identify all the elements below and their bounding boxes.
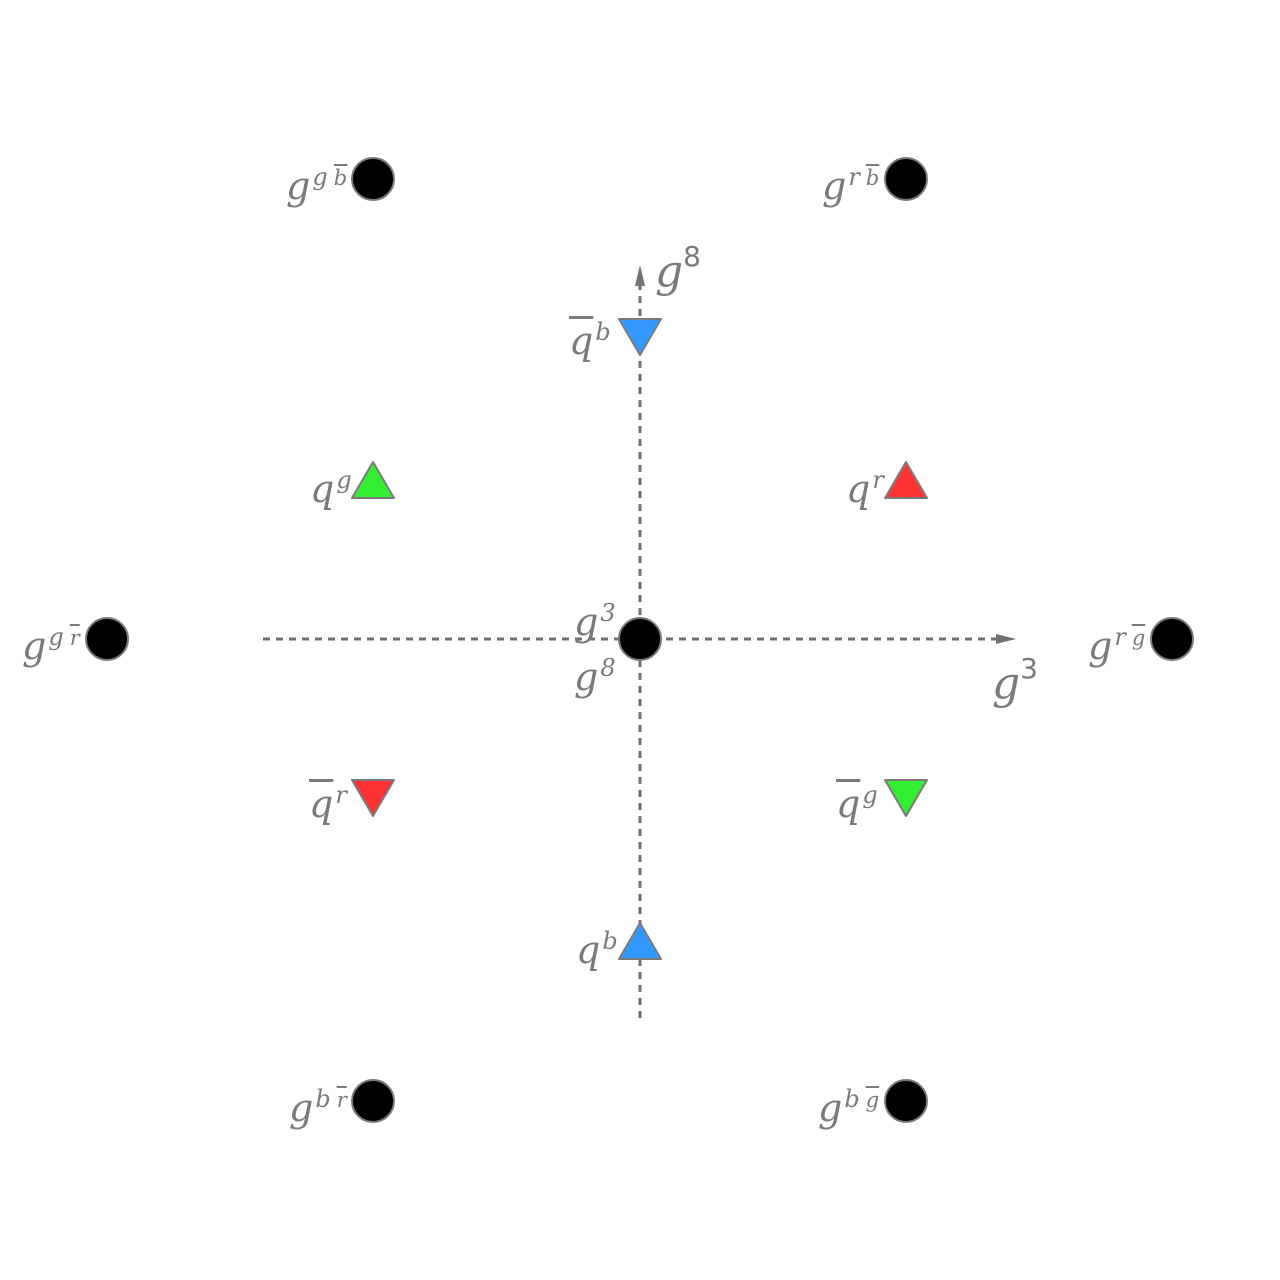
gluon-g-center xyxy=(618,617,662,661)
gluon-g-rbbar xyxy=(884,157,928,201)
quark-label-qb: qb xyxy=(576,927,618,972)
antiquark-qbar-g-triangle xyxy=(884,779,928,817)
quark-qb-triangle xyxy=(618,922,662,960)
axis-label-g3: g3 xyxy=(992,652,1038,709)
gluon-g-grbar xyxy=(85,617,129,661)
quark-qg-triangle xyxy=(351,461,395,499)
antiquark-qbar-b-triangle xyxy=(618,318,662,356)
gluon-label-g8-center: g8 xyxy=(574,654,616,699)
antiquark-label-qbar-g: qg xyxy=(836,781,878,826)
gluon-label-g3-center: g3 xyxy=(574,599,616,644)
antiquark-label-qbar-b: qb xyxy=(569,318,611,363)
axis-g3-arrowhead xyxy=(996,634,1016,644)
quark-qr-triangle xyxy=(884,461,928,499)
gluon-g-bgbar xyxy=(884,1079,928,1123)
antiquark-label-qbar-r: qr xyxy=(309,781,347,826)
gluon-g-brbar xyxy=(351,1079,395,1123)
gluon-g-rgbar xyxy=(1150,617,1194,661)
quark-label-qr: qr xyxy=(846,466,884,511)
axis-g8-arrowhead xyxy=(635,265,645,286)
axis-label-g8: g8 xyxy=(655,240,701,297)
quark-label-qg: qg xyxy=(310,466,352,511)
antiquark-qbar-r-triangle xyxy=(351,779,395,817)
gluon-g-gbbar xyxy=(351,157,395,201)
